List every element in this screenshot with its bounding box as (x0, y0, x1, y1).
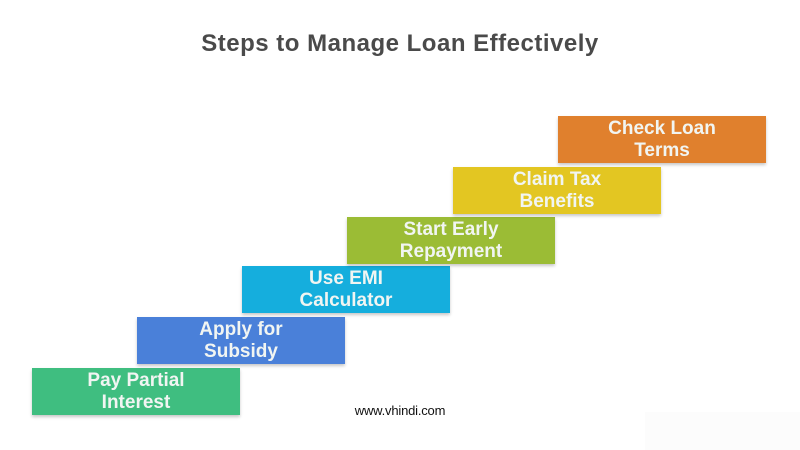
corner-shade-artifact (645, 412, 800, 450)
step-box-pay-partial-interest: Pay Partial Interest (32, 368, 240, 415)
step-box-check-loan-terms: Check Loan Terms (558, 116, 766, 163)
watermark-url: www.vhindi.com (354, 403, 446, 418)
step-label-line1: Check Loan (608, 117, 716, 139)
page-title: Steps to Manage Loan Effectively (201, 30, 599, 57)
step-label-line2: Calculator (299, 289, 393, 311)
step-box-claim-tax-benefits: Claim Tax Benefits (453, 167, 661, 214)
step-label-line1: Apply for (199, 318, 283, 340)
step-label-line2: Repayment (399, 240, 503, 262)
step-label-line1: Start Early (403, 218, 499, 240)
step-label-line1: Use EMI (309, 267, 383, 289)
step-label-line2: Interest (101, 391, 171, 413)
step-label-line1: Claim Tax (512, 168, 602, 190)
step-label-line1: Pay Partial (87, 369, 185, 391)
step-label-line2: Terms (634, 139, 690, 161)
step-label-line2: Subsidy (204, 340, 278, 362)
step-label-line2: Benefits (519, 190, 595, 212)
step-box-use-emi-calculator: Use EMI Calculator (242, 266, 450, 313)
step-box-apply-for-subsidy: Apply for Subsidy (137, 317, 345, 364)
step-box-start-early-repayment: Start Early Repayment (347, 217, 555, 264)
